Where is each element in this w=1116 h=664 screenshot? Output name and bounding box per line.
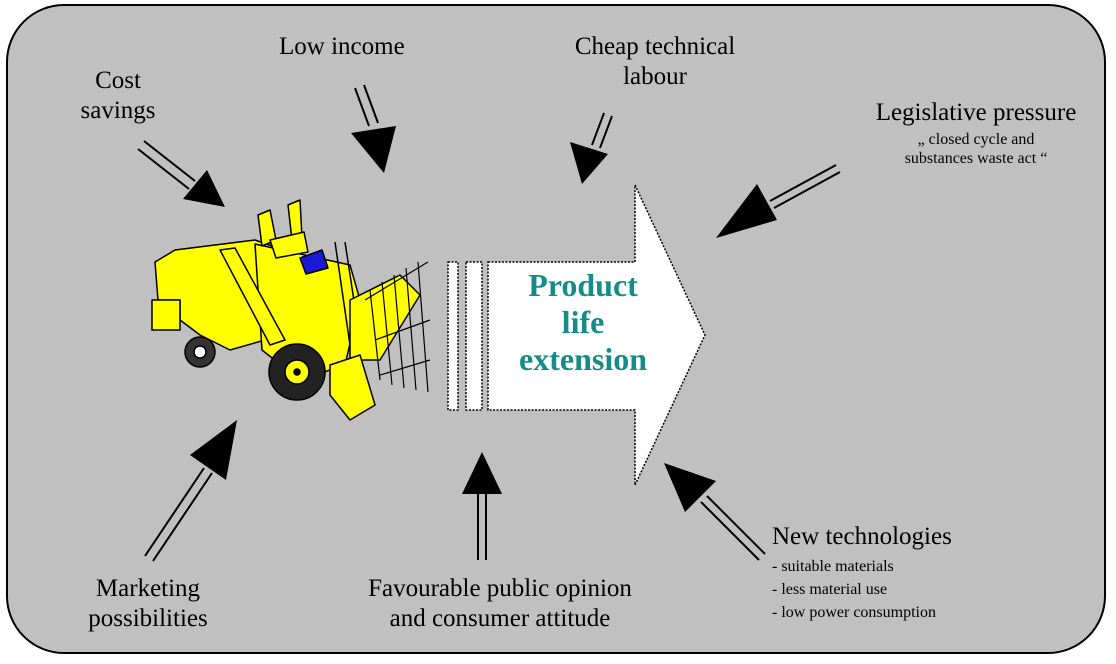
label-cost-savings: Cost savings xyxy=(58,66,178,126)
label-new-technologies: New technologies - suitable materials - … xyxy=(772,522,952,625)
label-line: Favourable public opinion xyxy=(368,575,632,602)
label-legislative: Legislative pressure „ closed cycle and … xyxy=(846,98,1106,168)
center-title: Product life extension xyxy=(488,267,678,377)
center-title-line: Product xyxy=(528,267,638,303)
big-arrow-icon xyxy=(447,184,706,486)
label-new-tech-title: New technologies xyxy=(772,523,952,550)
label-legislative-note: „ closed cycle and xyxy=(917,131,1035,148)
center-title-line: extension xyxy=(519,340,647,377)
label-legislative-title: Legislative pressure xyxy=(875,99,1077,126)
label-line: Cheap technical xyxy=(574,33,736,60)
label-line: and consumer attitude xyxy=(389,605,611,632)
label-line: savings xyxy=(80,97,156,124)
label-marketing: Marketing possibilities xyxy=(64,574,232,634)
label-cheap-labour: Cheap technical labour xyxy=(535,32,775,92)
harvester-machine-icon xyxy=(151,199,431,421)
label-new-tech-item: - low power consumption xyxy=(772,604,936,622)
center-title-line: life xyxy=(561,303,605,340)
label-line: Cost xyxy=(95,67,141,94)
label-line: Marketing xyxy=(95,575,201,602)
label-line: labour xyxy=(623,63,687,90)
label-low-income: Low income xyxy=(279,33,405,60)
label-new-tech-item: - suitable materials xyxy=(772,558,894,575)
label-line: possibilities xyxy=(88,605,208,632)
label-new-tech-item: - less material use xyxy=(772,581,888,599)
label-public-opinion: Favourable public opinion and consumer a… xyxy=(320,574,680,634)
double-line-arrow-icon xyxy=(137,84,841,562)
label-legislative-note: substances waste act “ xyxy=(904,150,1048,168)
